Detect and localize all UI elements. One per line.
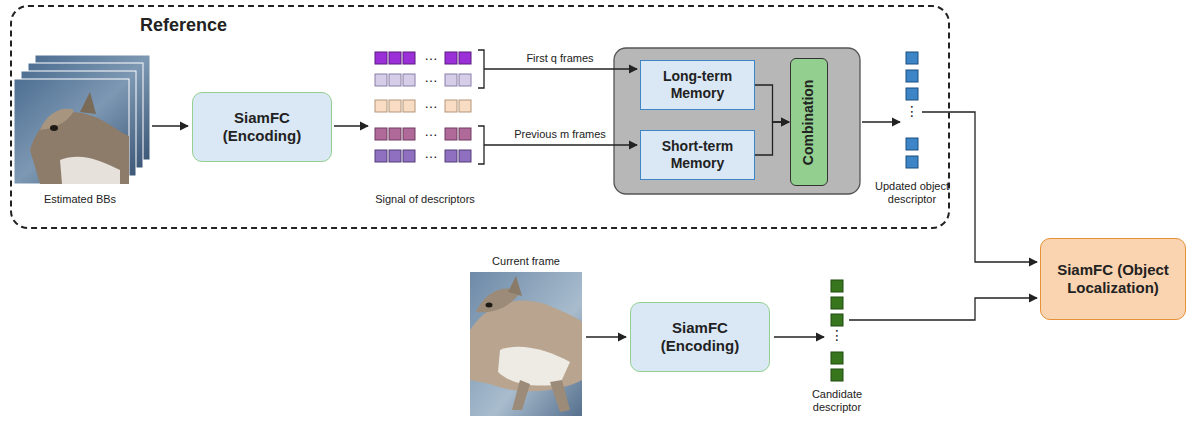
node-label: Short-term Memory <box>648 138 748 172</box>
process-box: SiamFC (Encoding) <box>630 302 770 372</box>
region-title: Reference <box>140 15 227 37</box>
process-box: SiamFC (Object Localization) <box>1040 238 1186 320</box>
brackets <box>478 50 484 164</box>
annotation: Estimated BBs <box>44 193 116 206</box>
node-label: Long-term Memory <box>648 68 748 102</box>
connector <box>755 85 789 122</box>
combination-box: Combination <box>790 58 828 186</box>
memory-box: Short-term Memory <box>640 130 755 180</box>
annotation: Previous m frames <box>514 128 606 141</box>
annotation: Current frame <box>492 255 560 268</box>
estimated-frames <box>14 55 150 184</box>
connector <box>755 122 789 155</box>
updated-descriptor <box>906 52 918 168</box>
ellipsis-mark: … <box>425 147 438 161</box>
ellipsis-mark: … <box>425 125 438 139</box>
ellipsis-mark: … <box>425 49 438 63</box>
node-label: SiamFC (Encoding) <box>206 109 318 145</box>
node-label: Combination <box>801 79 818 165</box>
memory-box: Long-term Memory <box>640 60 755 110</box>
ellipsis-mark: ⋮ <box>905 104 919 119</box>
annotation: Candidate descriptor <box>800 388 875 413</box>
node-label: SiamFC (Object Localization) <box>1057 261 1169 297</box>
node-label: SiamFC (Encoding) <box>644 319 756 355</box>
ellipsis-mark: ⋮ <box>830 328 844 343</box>
candidate-descriptor <box>831 280 843 381</box>
flow-arrows <box>152 69 1037 337</box>
ellipsis-mark: … <box>425 97 438 111</box>
memory-panel <box>614 48 860 194</box>
annotation: Signal of descriptors <box>375 193 475 206</box>
ellipsis-mark: … <box>425 71 438 85</box>
reference-region: ReferenceSiamFC (Encoding) Long-term Memo… <box>10 5 950 229</box>
annotation: First q frames <box>526 52 593 65</box>
process-box: SiamFC (Encoding) <box>192 92 332 162</box>
descriptor-signal <box>375 52 471 162</box>
current-frame <box>470 272 582 416</box>
annotation: Updated object descriptor <box>867 180 957 205</box>
